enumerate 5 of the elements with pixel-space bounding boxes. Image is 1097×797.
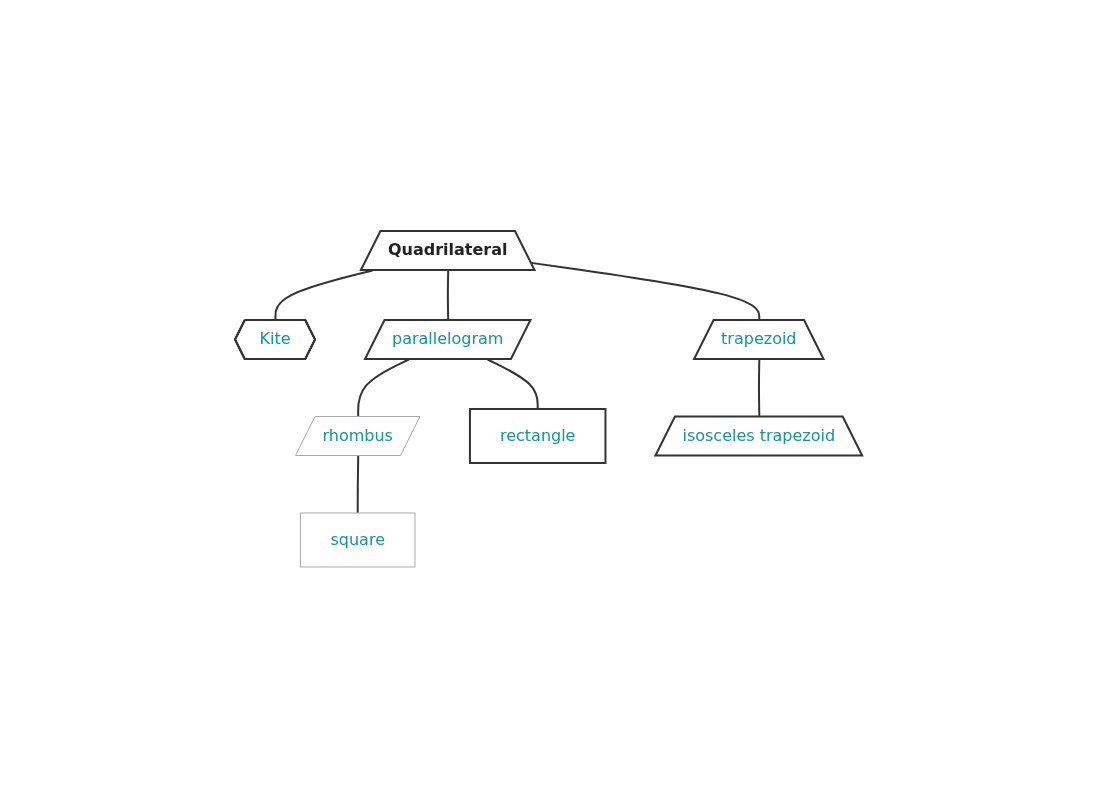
connector bbox=[274, 269, 374, 321]
node-box: square bbox=[299, 512, 416, 567]
connector bbox=[486, 358, 539, 410]
connector bbox=[356, 454, 360, 514]
node-box: rectangle bbox=[468, 407, 607, 464]
